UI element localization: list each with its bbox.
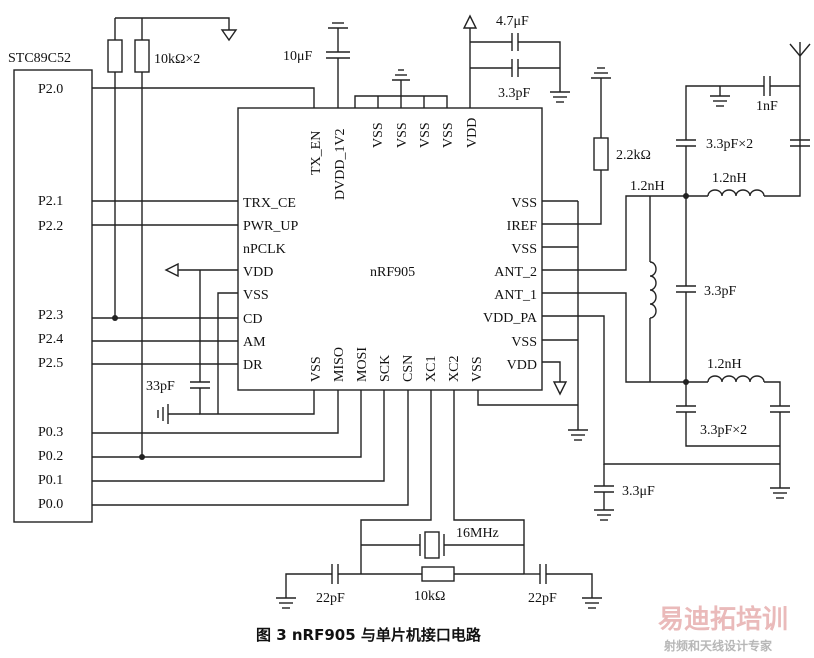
vdd-top-caps: 4.7μF 3.3pF	[462, 14, 570, 108]
label-10uf: 10μF	[283, 49, 313, 64]
label-3u3: 3.3μF	[622, 484, 655, 499]
chip-pin-csn: CSN	[401, 355, 416, 382]
chip-pin-trx-ce: TRX_CE	[243, 196, 296, 211]
label-3p3x2-bottom: 3.3pF×2	[700, 423, 747, 438]
chip-pin-cd: CD	[243, 312, 262, 327]
antenna-network: 1.2nH 1.2nH 3.3pF×2 1nF 3.3pF	[542, 42, 811, 521]
label-4u7: 4.7μF	[496, 14, 529, 29]
chip-pin-vss-t4: VSS	[441, 122, 456, 148]
chip-pin-vss-b1: VSS	[309, 356, 324, 382]
label-1n2-bottom: 1.2nH	[707, 357, 742, 372]
chip-pin-vdd-left: VDD	[243, 265, 273, 280]
nrf905-chip: nRF905 TX_EN DVDD_1V2 VSS VSS VSS VSS VD…	[237, 107, 543, 391]
figure-caption: 图 3 nRF905 与单片机接口电路	[256, 626, 482, 644]
inductor-bottom	[707, 375, 765, 383]
chip-pin-ant1: ANT_1	[494, 288, 537, 303]
label-1n2-top: 1.2nH	[712, 171, 747, 186]
wire-p00	[92, 390, 409, 506]
dvdd-decoupling: 10μF	[283, 22, 350, 108]
chip-name: nRF905	[370, 265, 415, 280]
inductor-top	[707, 189, 765, 197]
chip-pin-dr: DR	[243, 358, 263, 373]
chip-pin-sck: SCK	[378, 355, 393, 382]
mcu-pin-p25: P2.5	[38, 356, 63, 371]
chip-pin-xc1: XC1	[424, 356, 439, 382]
chip-pin-vdd-top: VDD	[465, 118, 480, 148]
chip-pin-vss-r3: VSS	[511, 335, 537, 350]
chip-pin-mosi: MOSI	[355, 347, 370, 382]
chip-pin-npclk: nPCLK	[243, 242, 286, 257]
chip-pin-iref: IREF	[507, 219, 538, 234]
resistor-10k	[421, 566, 455, 582]
chip-pin-miso: MISO	[332, 347, 347, 382]
mcu-pin-p03: P0.3	[38, 425, 63, 440]
mcu-pin-p00: P0.0	[38, 497, 63, 512]
wire-p03	[92, 390, 339, 434]
watermark-sub: 射频和天线设计专家	[663, 638, 773, 653]
watermark-main: 易迪拓培训	[658, 605, 788, 635]
mcu-pin-p02: P0.2	[38, 449, 63, 464]
inductor-left	[649, 261, 657, 319]
chip-pin-vss-b2: VSS	[470, 356, 485, 382]
chip-pin-xc2: XC2	[447, 356, 462, 382]
mcu-pin-p24: P2.4	[38, 332, 63, 347]
wire-p02	[92, 390, 362, 458]
chip-pin-vss-t1: VSS	[371, 122, 386, 148]
crystal-16mhz	[424, 531, 440, 559]
left-vdd-decoupling: 33pF	[146, 262, 315, 424]
wire-p20	[92, 87, 315, 108]
top-vss-ground	[354, 69, 448, 108]
chip-pin-vss-t3: VSS	[418, 122, 433, 148]
label-10k: 10kΩ	[414, 589, 445, 604]
label-2k2: 2.2kΩ	[616, 148, 651, 163]
vcc-arrow-pullup	[220, 29, 238, 42]
pullup-resistor-1	[107, 39, 123, 73]
mcu-block: STC89C52 P2.0 P2.1 P2.2 P2.3 P2.4 P2.5 P…	[8, 51, 93, 523]
chip-pin-vss-r1: VSS	[511, 196, 537, 211]
chip-pin-vss-r2: VSS	[511, 242, 537, 257]
label-33pf: 33pF	[146, 379, 175, 394]
chip-pin-ant2: ANT_2	[494, 265, 537, 280]
mcu-pin-p21: P2.1	[38, 194, 63, 209]
mcu-pin-p22: P2.2	[38, 219, 63, 234]
chip-pin-am: AM	[243, 335, 266, 350]
chip-pin-vss-t2: VSS	[395, 122, 410, 148]
wire-p01	[92, 390, 385, 482]
vdd-right-arrow	[552, 381, 568, 396]
label-22pf-left: 22pF	[316, 591, 345, 606]
label-1n2-left: 1.2nH	[630, 179, 665, 194]
mcu-pin-p01: P0.1	[38, 473, 63, 488]
mcu-pin-p23: P2.3	[38, 308, 63, 323]
watermark: 易迪拓培训 射频和天线设计专家	[658, 605, 788, 653]
label-pullup: 10kΩ×2	[154, 52, 200, 67]
mcu-name: STC89C52	[8, 51, 71, 66]
pullup-resistors: 10kΩ×2	[107, 17, 238, 460]
mcu-pin-p20: P2.0	[38, 82, 63, 97]
chip-pin-vss-left: VSS	[243, 288, 269, 303]
mcu-wires	[92, 87, 409, 506]
chip-pin-pwr-up: PWR_UP	[243, 219, 298, 234]
pullup-resistor-2	[134, 39, 150, 73]
label-16mhz: 16MHz	[456, 526, 499, 541]
label-22pf-right: 22pF	[528, 591, 557, 606]
label-1nf: 1nF	[756, 99, 778, 114]
label-3p3-top: 3.3pF	[498, 86, 531, 101]
mcu-body	[13, 69, 93, 523]
chip-body	[237, 107, 543, 391]
label-3p3-mid: 3.3pF	[704, 284, 737, 299]
chip-pin-vdd-right: VDD	[507, 358, 537, 373]
vdd-left-arrow	[164, 262, 179, 278]
chip-pin-vdd-pa: VDD_PA	[483, 311, 538, 326]
vcc-arrow-top	[462, 14, 478, 29]
chip-pin-tx-en: TX_EN	[309, 131, 324, 175]
crystal-circuit: 16MHz 10kΩ 22pF 22pF	[276, 390, 602, 609]
label-3p3x2-top: 3.3pF×2	[706, 137, 753, 152]
iref-resistor: 2.2kΩ	[542, 67, 651, 225]
chip-pin-dvdd: DVDD_1V2	[333, 128, 348, 200]
resistor-2k2	[593, 137, 609, 171]
